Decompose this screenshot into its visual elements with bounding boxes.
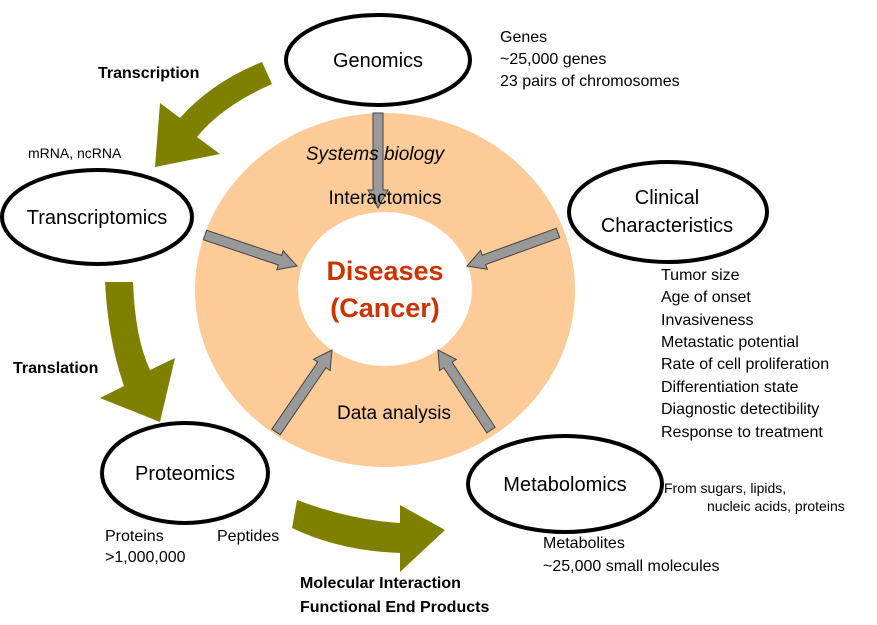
molecular-interaction-arrow: [292, 500, 445, 572]
clinical-item: Tumor size: [661, 267, 740, 284]
metabolomics-to-disease-arrow: [437, 349, 496, 434]
clinical-label-2: Characteristics: [601, 215, 733, 237]
translation-arrow: [100, 282, 175, 422]
proteomics-to-disease-arrow: [271, 349, 333, 436]
clinical-characteristics-list: Tumor size Age of onset Invasiveness Met…: [661, 267, 829, 441]
genes-note: Genes: [500, 29, 547, 46]
proteins-count-note: >1,000,000: [105, 549, 186, 566]
metabolite-source-note-1: From sugars, lipids,: [664, 480, 786, 496]
genomics-label: Genomics: [333, 50, 423, 72]
data-analysis-label: Data analysis: [337, 403, 451, 424]
disease-subtitle: (Cancer): [330, 293, 440, 323]
clinical-item: Metastatic potential: [661, 334, 799, 351]
proteins-note: Proteins: [105, 528, 164, 545]
translation-label: Translation: [13, 360, 98, 377]
clinical-label-1: Clinical: [635, 187, 699, 209]
interactomics-label: Interactomics: [329, 188, 442, 209]
clinical-item: Invasiveness: [661, 312, 754, 329]
disease-core: [298, 212, 472, 366]
functional-end-products-label: Functional End Products: [300, 599, 489, 616]
clinical-item: Diagnostic detectibility: [661, 401, 819, 418]
transcriptomics-to-disease-arrow: [202, 229, 298, 271]
proteomics-label: Proteomics: [135, 463, 235, 485]
clinical-item: Response to treatment: [661, 424, 823, 441]
genes-count-note: ~25,000 genes: [500, 51, 606, 68]
peptides-note: Peptides: [217, 528, 279, 545]
clinical-to-disease-arrow: [466, 227, 561, 270]
genomics-node: [284, 13, 472, 107]
systems-biology-label: Systems biology: [306, 144, 446, 165]
clinical-node: [567, 160, 769, 264]
transcriptomics-node: [0, 168, 194, 266]
metabolites-note: Metabolites: [543, 535, 625, 552]
clinical-item: Age of onset: [661, 289, 751, 306]
clinical-item: Rate of cell proliferation: [661, 356, 829, 373]
metabolomics-node: [466, 434, 664, 534]
transcription-label: Transcription: [98, 65, 199, 82]
chromosomes-note: 23 pairs of chromosomes: [500, 73, 680, 90]
transcriptomics-label: Transcriptomics: [27, 207, 167, 229]
genomics-to-disease-arrow: [367, 112, 389, 210]
metabolomics-label: Metabolomics: [503, 474, 626, 496]
metabolite-source-note-2: nucleic acids, proteins: [707, 498, 845, 514]
rna-note: mRNA, ncRNA: [28, 145, 122, 161]
clinical-item: Differentiation state: [661, 379, 799, 396]
molecular-interaction-label: Molecular Interaction: [300, 575, 461, 592]
proteomics-node: [100, 421, 270, 525]
metabolites-count-note: ~25,000 small molecules: [543, 558, 720, 575]
disease-title: Diseases: [326, 256, 443, 286]
transcription-arrow: [155, 62, 272, 167]
